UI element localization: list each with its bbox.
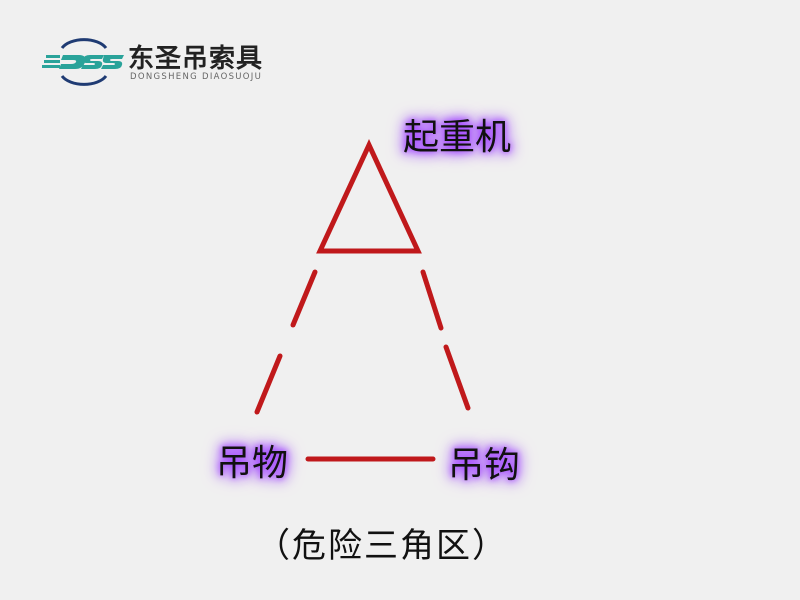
left-dash-upper bbox=[290, 269, 318, 328]
company-logo: 东圣吊索具 DONGSHENG DIAOSUOJU bbox=[42, 36, 282, 88]
label-load: 吊物 bbox=[216, 443, 289, 484]
right-dash-upper bbox=[420, 269, 444, 331]
logo-name-en: DONGSHENG DIAOSUOJU bbox=[130, 72, 263, 82]
crane-triangle-icon bbox=[316, 139, 422, 254]
caption-danger-zone: （危险三角区） bbox=[256, 526, 508, 566]
dss-logo-icon bbox=[42, 38, 124, 86]
right-dash-lower bbox=[443, 344, 471, 411]
left-dash-lower bbox=[254, 353, 283, 415]
logo-name-cn: 东圣吊索具 bbox=[128, 44, 264, 74]
label-crane: 起重机 bbox=[403, 117, 512, 158]
dashed-connector-lines bbox=[254, 269, 471, 462]
label-hook: 吊钩 bbox=[448, 445, 521, 486]
